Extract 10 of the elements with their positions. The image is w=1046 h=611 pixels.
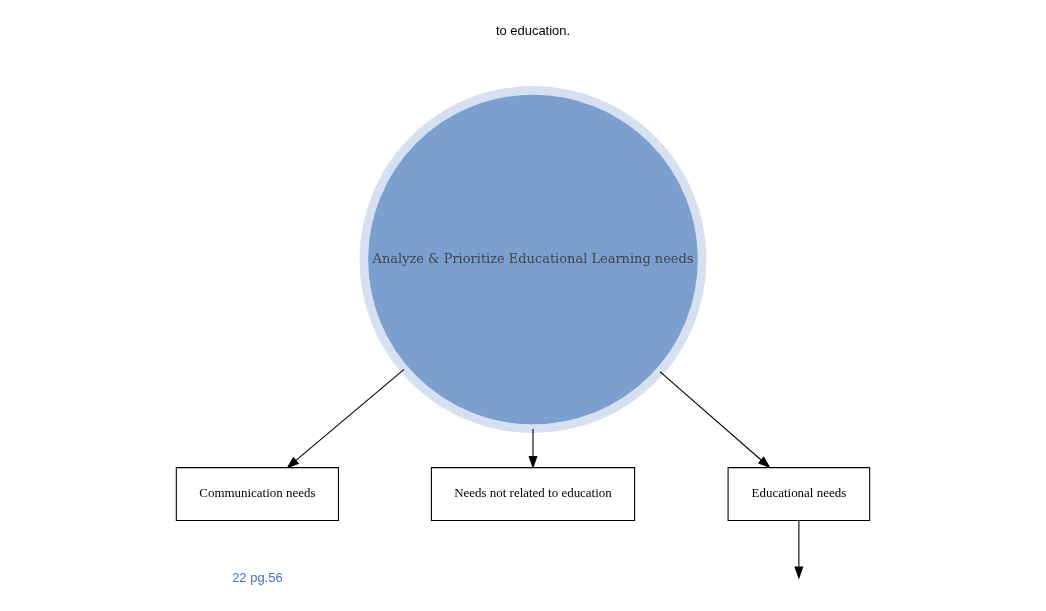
label: 22 pg.56 xyxy=(232,570,283,586)
arrow xyxy=(528,428,538,469)
node-box: Needs not related to education xyxy=(430,467,636,522)
arrow xyxy=(286,368,405,469)
node-box: Educational needs xyxy=(727,467,871,522)
arrow xyxy=(659,371,771,469)
node-circle: Analyze & Prioritize Educational Learning needs xyxy=(359,86,707,433)
arrow xyxy=(794,520,804,580)
label: to education. xyxy=(495,23,571,39)
node-box: Communication needs xyxy=(175,467,339,522)
